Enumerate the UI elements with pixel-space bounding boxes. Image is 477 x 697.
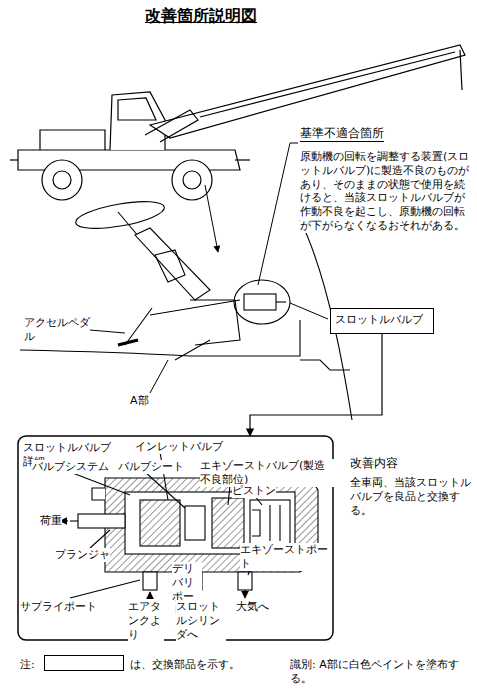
valve-section <box>238 572 252 590</box>
crane-drawing <box>460 50 462 90</box>
valve-section <box>70 472 130 495</box>
cab-interior <box>135 228 210 300</box>
valve-section <box>140 500 180 546</box>
valve-section <box>90 530 110 548</box>
part-box: スロットルバルブ <box>330 308 434 334</box>
part-label: 識別: A部に白色ペイントを塗布する。 <box>290 658 475 686</box>
crane-drawing <box>53 171 71 189</box>
leader-lines <box>205 185 218 252</box>
part-label: A部 <box>130 394 149 408</box>
legend-swatch <box>44 655 124 671</box>
crane-drawing <box>150 45 465 138</box>
cab-interior <box>150 300 240 315</box>
valve-section <box>145 472 185 508</box>
valve-section <box>143 572 157 590</box>
cab-interior <box>234 280 290 324</box>
leader-lines <box>290 303 328 319</box>
part-label: 荷重 <box>40 514 62 528</box>
crane-drawing <box>10 159 18 160</box>
part-label: サプライポート <box>20 600 97 614</box>
cab-interior <box>190 300 240 345</box>
part-label: バルブシステム <box>32 460 109 474</box>
valve-section <box>252 505 280 541</box>
part-label: エアタンクより <box>128 600 164 641</box>
part-label: バルブシート <box>118 460 184 474</box>
cab-interior <box>300 360 350 370</box>
crane-drawing <box>235 159 250 160</box>
valve-section <box>250 500 290 546</box>
crane-drawing <box>200 52 455 117</box>
part-label: プランジャ <box>55 548 110 562</box>
cab-interior <box>118 340 138 345</box>
leader-lines <box>90 330 125 333</box>
valve-section <box>70 520 78 521</box>
valve-section <box>244 590 245 598</box>
legend-text: は、交換部品を示す。 <box>130 658 240 672</box>
valve-section <box>78 514 125 528</box>
part-label: 大気へ <box>236 600 269 614</box>
section-heading: 基準不適合箇所 <box>300 126 384 142</box>
cab-interior <box>125 308 152 345</box>
valve-section <box>228 485 230 505</box>
leader-lines <box>150 360 168 393</box>
part-label: 全車両、当該スロットルバルブを良品と交換する。 <box>350 476 472 517</box>
crane-drawing <box>40 130 105 150</box>
node-text: スロットルバルブ <box>335 313 429 327</box>
part-label: スロットルシリンダへ <box>176 600 226 641</box>
valve-section <box>70 580 140 598</box>
valve-section <box>185 506 205 540</box>
diagram-title: 改善箇所説明図 <box>145 6 257 27</box>
connector-arrow <box>250 334 382 436</box>
crane-drawing <box>183 171 201 189</box>
part-label: エキゾーストポート <box>240 543 330 571</box>
cab-interior <box>175 340 210 360</box>
leader-lines <box>258 143 298 285</box>
valve-section <box>92 488 105 500</box>
valve-section <box>212 498 244 548</box>
cab-interior <box>155 250 185 282</box>
cab-interior <box>276 301 286 302</box>
part-label: 注: <box>20 658 35 672</box>
crane-drawing <box>42 160 82 200</box>
crane-drawing <box>172 160 212 200</box>
cab-interior <box>244 294 276 310</box>
part-label: ピストン <box>232 484 276 498</box>
part-label: アクセルペダル <box>24 316 90 344</box>
section-heading: 改善内容 <box>350 456 398 471</box>
part-label: 原動機の回転を調整する装置(スロットルバルブ)に製造不良のものがあり、そのままの… <box>300 150 472 233</box>
valve-section <box>149 592 150 598</box>
part-label: エキゾーストバルブ(製造不良部位) <box>200 459 335 487</box>
part-label: インレットバルブ <box>135 440 223 454</box>
crane-drawing <box>118 98 156 120</box>
crane-drawing <box>145 110 198 142</box>
crane-drawing <box>110 92 165 150</box>
